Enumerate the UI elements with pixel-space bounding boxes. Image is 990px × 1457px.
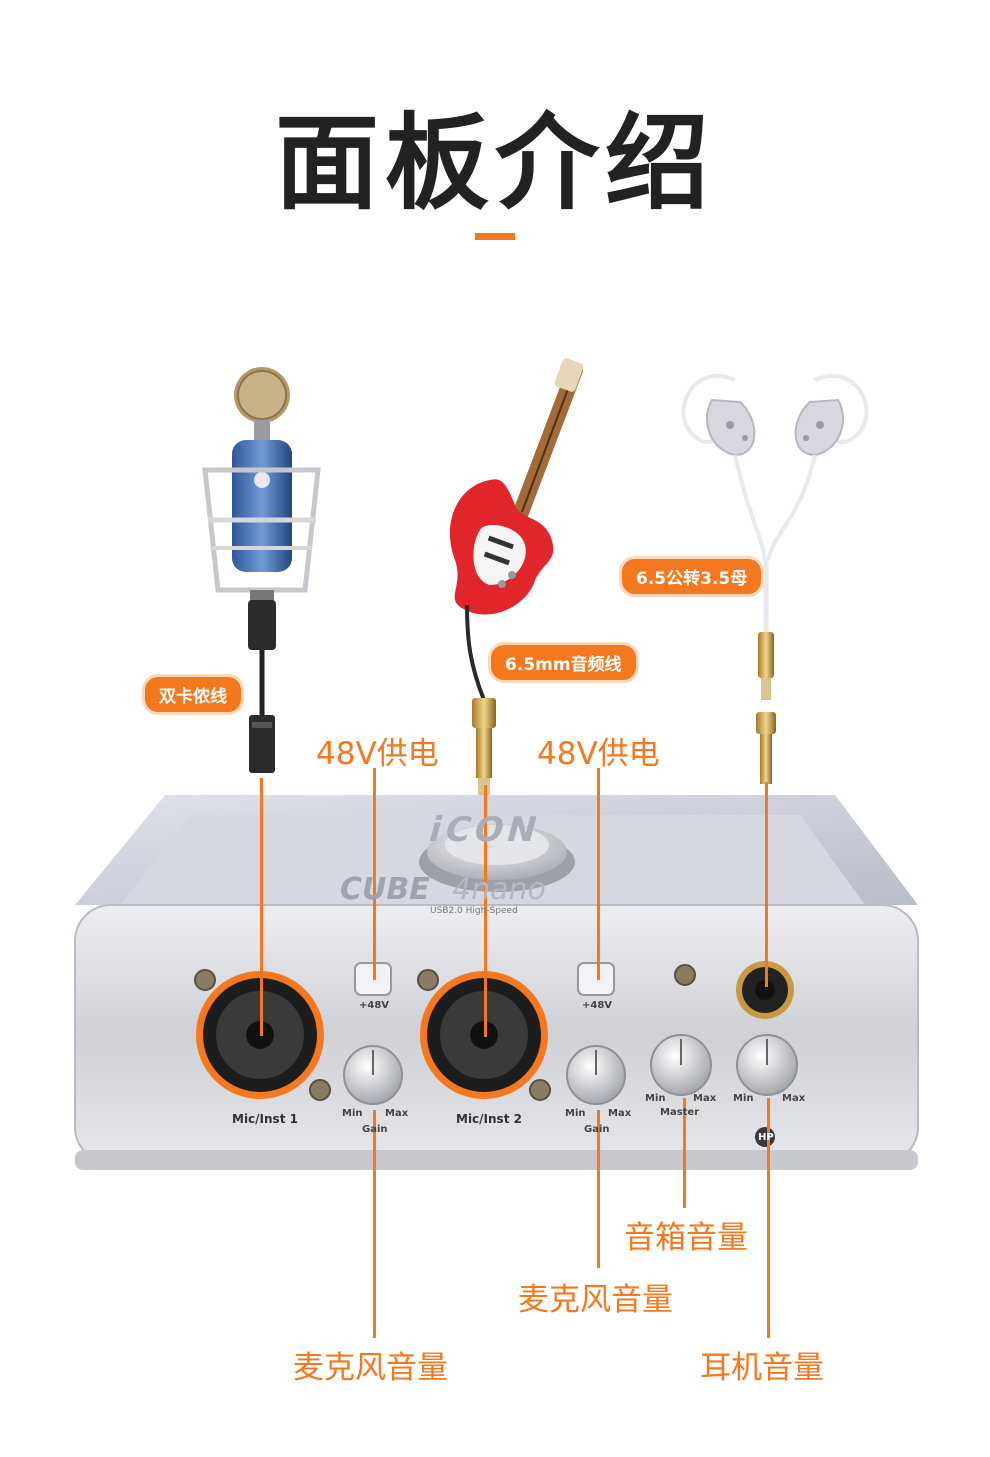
earphones-icon bbox=[681, 374, 869, 784]
hp-max-label: Max bbox=[782, 1093, 806, 1104]
leader-lines bbox=[260, 768, 770, 1338]
gain2-max-label: Max bbox=[608, 1108, 632, 1119]
guitar-icon bbox=[449, 358, 584, 796]
input1-label: Mic/Inst 1 bbox=[232, 1112, 298, 1126]
xlr-cable-icon bbox=[248, 600, 276, 773]
jack-cable-label: 6.5mm音频线 bbox=[488, 642, 639, 683]
gain1-max-label: Max bbox=[385, 1108, 409, 1119]
title-underline bbox=[475, 233, 515, 240]
model-suffix: 4nano bbox=[452, 872, 546, 907]
phantom1-label: +48V bbox=[359, 1000, 390, 1011]
master-min-label: Min bbox=[645, 1093, 666, 1104]
page-title: 面板介绍 bbox=[274, 102, 715, 224]
master-max-label: Max bbox=[693, 1093, 717, 1104]
hp-min-label: Min bbox=[733, 1093, 754, 1104]
microphone-icon bbox=[202, 367, 321, 602]
phantom-power-left-callout: 48V供电 bbox=[316, 736, 439, 772]
gain2-min-label: Min bbox=[565, 1108, 586, 1119]
headphone-volume-callout: 耳机音量 bbox=[700, 1350, 824, 1386]
speaker-volume-callout: 音箱音量 bbox=[624, 1220, 748, 1256]
input2-label: Mic/Inst 2 bbox=[456, 1112, 522, 1126]
xlr-cable-label: 双卡侬线 bbox=[142, 674, 244, 715]
adapter-label: 6.5公转3.5母 bbox=[619, 556, 765, 597]
mic-volume-left-callout: 麦克风音量 bbox=[293, 1350, 448, 1386]
mic-volume-right-callout: 麦克风音量 bbox=[518, 1282, 673, 1318]
brand-logo: iCON bbox=[424, 810, 546, 850]
hp-label: HP bbox=[758, 1132, 774, 1143]
phantom-power-right-callout: 48V供电 bbox=[537, 736, 660, 772]
phantom2-label: +48V bbox=[582, 1000, 613, 1011]
model-subtitle: USB2.0 High-Speed bbox=[430, 906, 518, 916]
master-label: Master bbox=[660, 1107, 700, 1118]
gain1-label: Gain bbox=[362, 1124, 388, 1135]
gain2-label: Gain bbox=[584, 1124, 610, 1135]
model-name: CUBE bbox=[340, 872, 430, 907]
gain1-min-label: Min bbox=[342, 1108, 363, 1119]
